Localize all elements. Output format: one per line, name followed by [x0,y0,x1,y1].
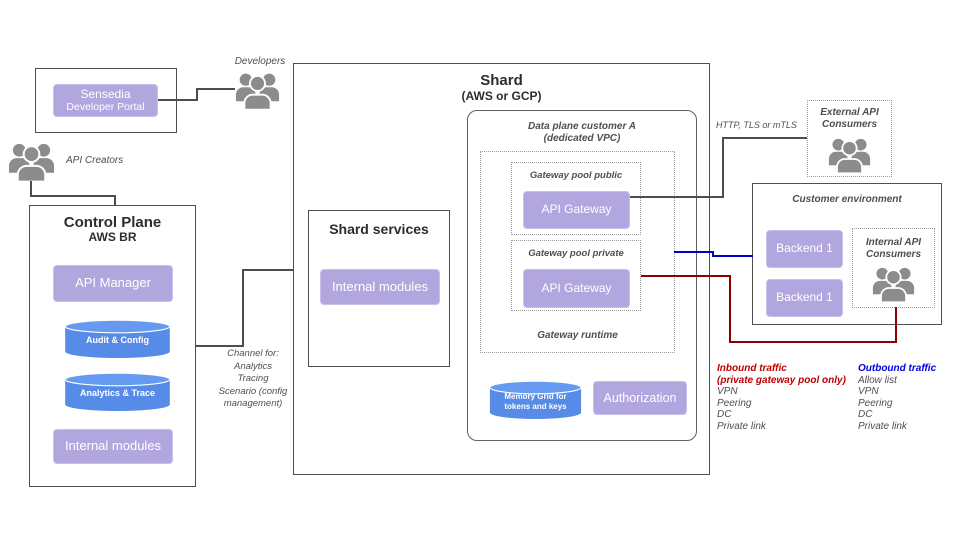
shard-internal-modules-label: Internal modules [331,278,429,294]
legend-outbound-item: Private link [858,420,907,432]
internal-api-consumers-label: Internal API Consumers [852,237,935,260]
api-creators-label: API Creators [66,155,124,166]
backend-1-bottom-label: Backend 1 [776,290,833,305]
sensedia-title: Sensedia [80,86,131,101]
connector-portal-developers [196,88,198,101]
external-api-consumers-line1: External API [820,107,879,118]
channel-line-0: Channel for: [227,348,279,359]
legend-inbound-title: Inbound traffic [717,363,787,374]
connector-gateway-external [630,196,724,198]
shard-title: Shard [480,72,523,89]
gateway-runtime-label: Gateway runtime [537,330,618,341]
api-manager-box: API Manager [53,265,173,302]
backend-1-top-box: Backend 1 [766,230,843,268]
backend-1-top-label: Backend 1 [776,241,833,256]
legend-inbound-item: Peering [717,397,752,409]
memory-grid-label: Memory Grid for tokens and keys [488,392,583,411]
sensedia-subtitle: Developer Portal [66,101,145,114]
api-gateway-private-label: API Gateway [541,280,612,295]
legend-outbound-item: DC [858,409,873,420]
connector-controlplane-shard [242,269,293,271]
connector-controlplane-shard [196,345,244,347]
channel-line-4: management) [223,398,283,409]
api-gateway-public-label: API Gateway [541,202,612,217]
audit-config-label: Audit & Config [86,335,149,345]
gateway-pool-private-label: Gateway pool private [528,248,624,259]
data-plane-subtitle: (dedicated VPC) [543,133,621,144]
sensedia-developer-portal-box: Sensedia Developer Portal [53,84,158,117]
authorization-label: Authorization [603,390,677,405]
analytics-trace-database: Analytics & Trace [63,373,172,411]
channel-line-3: Scenario (config [218,385,288,397]
legend-inbound-subtitle: (private gateway pool only) [717,374,846,386]
external-api-consumers-line2: Consumers [821,118,877,130]
control-plane-internal-modules-box: Internal modules [53,429,173,464]
connector-inbound-red [729,341,897,343]
connector-outbound-blue [712,255,753,257]
connector-portal-developers [158,99,198,101]
data-plane-title: Data plane customer A [528,121,636,132]
developers-icon [235,68,280,112]
legend-outbound-item: Peering [858,397,893,409]
connector-outbound-blue [712,251,714,257]
connector-outbound-blue [674,251,714,253]
api-gateway-private-box: API Gateway [523,269,630,308]
legend-outbound-title: Outbound traffic [858,363,937,374]
shard-internal-modules-box: Internal modules [320,269,440,305]
gateway-pool-public-label: Gateway pool public [529,170,623,181]
connector-inbound-red [895,307,897,343]
http-tls-label: HTTP, TLS or mTLS [716,120,797,130]
connector-creators-controlplane [30,181,32,197]
internal-modules-label: Internal modules [64,438,162,454]
audit-config-database: Audit & Config [63,320,172,358]
legend-outbound-item: VPN [858,386,879,397]
external-api-consumers-icon [828,134,871,175]
gateway-pool-private-box [511,240,641,311]
memory-grid-line1: Memory Grid for [504,392,567,401]
channel-line-1: Analytics [233,360,272,372]
shard-services-title: Shard services [329,221,429,237]
customer-environment-title: Customer environment [792,194,902,205]
memory-grid-line2: tokens and keys [504,401,567,411]
connector-creators-controlplane [30,195,116,197]
authorization-box: Authorization [593,381,687,415]
legend-inbound: Inbound traffic (private gateway pool on… [717,363,862,432]
backend-1-bottom-box: Backend 1 [766,279,843,317]
legend-inbound-item: DC [717,409,732,420]
internal-api-consumers-box [852,228,935,308]
gateway-pool-public-box [511,162,641,235]
memory-grid-database: Memory Grid for tokens and keys [488,381,583,419]
connector-gateway-external [722,137,807,139]
connector-inbound-red [641,275,731,277]
api-manager-label: API Manager [75,275,151,291]
internal-api-consumers-line1: Internal API [865,237,922,248]
channel-line-2: Tracing [237,373,269,384]
connector-portal-developers [196,88,235,90]
control-plane-subtitle: AWS BR [88,230,137,244]
legend-inbound-item: VPN [717,386,738,397]
connector-inbound-red [729,275,731,343]
external-api-consumers-label: External API Consumers [807,107,892,130]
api-creators-icon [8,139,55,183]
api-gateway-public-box: API Gateway [523,191,630,229]
connector-gateway-external [722,137,724,198]
internal-api-consumers-line2: Consumers [865,248,921,260]
legend-outbound: Outbound traffic Allow list VPN Peering … [858,363,948,432]
external-api-consumers-box [807,100,892,177]
connector-controlplane-shard [242,269,244,347]
internal-api-consumers-icon [872,263,915,304]
connector-creators-controlplane [114,195,116,206]
legend-inbound-item: Private link [717,420,766,432]
developers-label: Developers [234,56,286,67]
channel-annotation: Channel for: Analytics Tracing Scenario … [203,348,303,411]
analytics-trace-label: Analytics & Trace [79,388,156,398]
shard-subtitle: (AWS or GCP) [461,89,542,103]
legend-outbound-item: Allow list [858,374,897,386]
control-plane-title: Control Plane [63,214,162,231]
